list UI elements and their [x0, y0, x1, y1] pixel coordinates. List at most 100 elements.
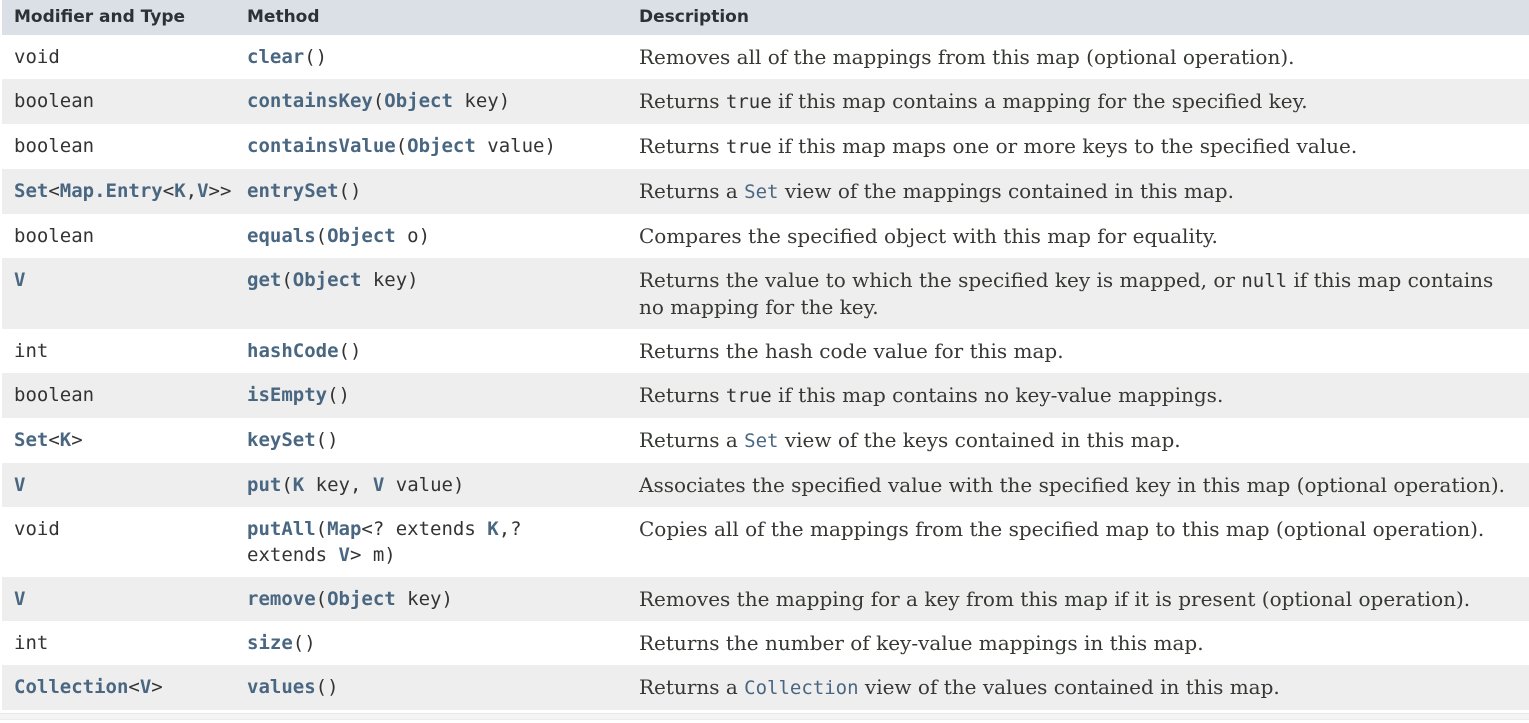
method-name-link[interactable]: hashCode: [247, 340, 339, 362]
description-cell: Returns true if this map contains a mapp…: [625, 79, 1529, 124]
method-name-link[interactable]: remove: [247, 588, 316, 610]
code-text: value): [384, 474, 465, 496]
method-name-link[interactable]: entrySet: [247, 180, 339, 202]
code-text: <: [128, 676, 140, 698]
method-name-link[interactable]: containsValue: [247, 135, 396, 157]
code-text: (): [292, 632, 316, 654]
description-text: Removes the mapping for a key from this …: [639, 587, 1471, 611]
method-name-link[interactable]: get: [247, 269, 282, 291]
method-name-link[interactable]: equals: [247, 225, 316, 247]
type-link[interactable]: Set: [14, 180, 49, 202]
description-text: if this map maps one or more keys to the…: [771, 134, 1358, 158]
modifier-cell: int: [1, 621, 235, 665]
code-text: <? extends: [361, 518, 488, 540]
method-name-link[interactable]: isEmpty: [247, 384, 328, 406]
method-name-link[interactable]: putAll: [247, 518, 316, 540]
code-text: (: [372, 90, 385, 112]
description-text: Returns: [639, 89, 726, 113]
method-name-link[interactable]: values: [247, 676, 316, 698]
description-text: if this map contains no key-value mappin…: [771, 383, 1224, 407]
description-text: Returns the value to which the specified…: [639, 268, 1242, 292]
type-link[interactable]: V: [197, 180, 209, 202]
modifier-cell: Set<K>: [1, 418, 235, 463]
method-cell: containsKey(Object key): [235, 79, 625, 124]
param-type-link[interactable]: K: [487, 518, 499, 540]
class-link[interactable]: Set: [744, 181, 779, 203]
modifier-cell: boolean: [1, 124, 235, 169]
type-link[interactable]: K: [59, 429, 72, 451]
type-link[interactable]: V: [14, 269, 26, 291]
description-text: view of the values contained in this map…: [858, 675, 1280, 699]
code-text: int: [14, 632, 49, 654]
code-text: (): [327, 384, 350, 406]
code-text: (): [315, 676, 339, 698]
type-link[interactable]: Set: [14, 429, 49, 451]
description-text: Removes all of the mappings from this ma…: [639, 45, 1295, 69]
type-link[interactable]: Collection: [14, 676, 129, 698]
class-link[interactable]: Set: [744, 430, 779, 452]
code-text: <: [162, 180, 175, 202]
code-text: (: [281, 474, 293, 496]
method-cell: putAll(Map<? extends K,?extends V> m): [235, 507, 625, 577]
table-row: boolean isEmpty() Returns true if this map…: [1, 373, 1529, 418]
description-text: Compares the specified object with this …: [639, 224, 1218, 248]
code-text: (): [338, 340, 362, 362]
code-text: (: [315, 225, 328, 247]
param-type-link[interactable]: Map: [327, 518, 362, 540]
description-cell: Associates the specified value with the …: [625, 463, 1529, 507]
description-text: view of the mappings contained in this m…: [778, 179, 1234, 203]
code-text: >>: [208, 180, 232, 202]
type-link[interactable]: Map.Entry: [59, 180, 163, 202]
param-type-link[interactable]: Object: [292, 269, 362, 291]
code-text: boolean: [14, 384, 95, 406]
param-type-link[interactable]: Object: [384, 90, 453, 112]
param-type-link[interactable]: Object: [327, 225, 396, 247]
code-text: boolean: [14, 225, 95, 247]
inline-code: true: [725, 385, 772, 407]
type-link[interactable]: V: [14, 474, 26, 496]
method-name-link[interactable]: put: [247, 474, 282, 496]
description-cell: Returns the value to which the specified…: [625, 258, 1529, 329]
description-cell: Returns a Set view of the keys contained…: [625, 418, 1529, 463]
type-link[interactable]: V: [139, 676, 152, 698]
method-cell: values(): [235, 665, 625, 710]
code-text: void: [14, 518, 60, 540]
code-text: extends: [247, 544, 339, 566]
description-cell: Compares the specified object with this …: [625, 214, 1529, 258]
code-text: key): [361, 269, 419, 291]
method-cell: size(): [235, 621, 625, 665]
description-text: Returns the number of key-value mappings…: [639, 631, 1204, 655]
code-text: value): [475, 135, 556, 157]
method-name-link[interactable]: keySet: [247, 429, 316, 451]
code-text: (): [304, 46, 328, 68]
param-type-link[interactable]: Object: [327, 588, 396, 610]
code-text: o): [395, 225, 431, 247]
param-type-link[interactable]: K: [292, 474, 305, 496]
method-name-link[interactable]: size: [247, 632, 293, 654]
class-link[interactable]: Collection: [744, 677, 859, 699]
method-name-link[interactable]: clear: [247, 46, 305, 68]
param-type-link[interactable]: V: [372, 474, 385, 496]
modifier-cell: Set<Map.Entry<K,V>>: [1, 169, 235, 214]
description-cell: Returns true if this map maps one or mor…: [625, 124, 1529, 169]
method-name-link[interactable]: containsKey: [247, 90, 373, 112]
column-header-method: Method: [235, 0, 625, 35]
code-text: (): [338, 180, 362, 202]
description-cell: Returns true if this map contains no key…: [625, 373, 1529, 418]
param-type-link[interactable]: V: [338, 544, 350, 566]
param-type-link[interactable]: Object: [407, 135, 476, 157]
method-cell: entrySet(): [235, 169, 625, 214]
description-cell: Removes all of the mappings from this ma…: [625, 35, 1529, 79]
code-text: (: [395, 135, 408, 157]
type-link[interactable]: K: [174, 180, 186, 202]
description-text: Returns a: [639, 428, 745, 452]
code-text: (: [281, 269, 293, 291]
modifier-cell: Collection<V>: [1, 665, 235, 710]
type-link[interactable]: V: [14, 588, 26, 610]
description-text: Returns a: [639, 675, 745, 699]
description-text: Returns the hash code value for this map…: [639, 339, 1064, 363]
